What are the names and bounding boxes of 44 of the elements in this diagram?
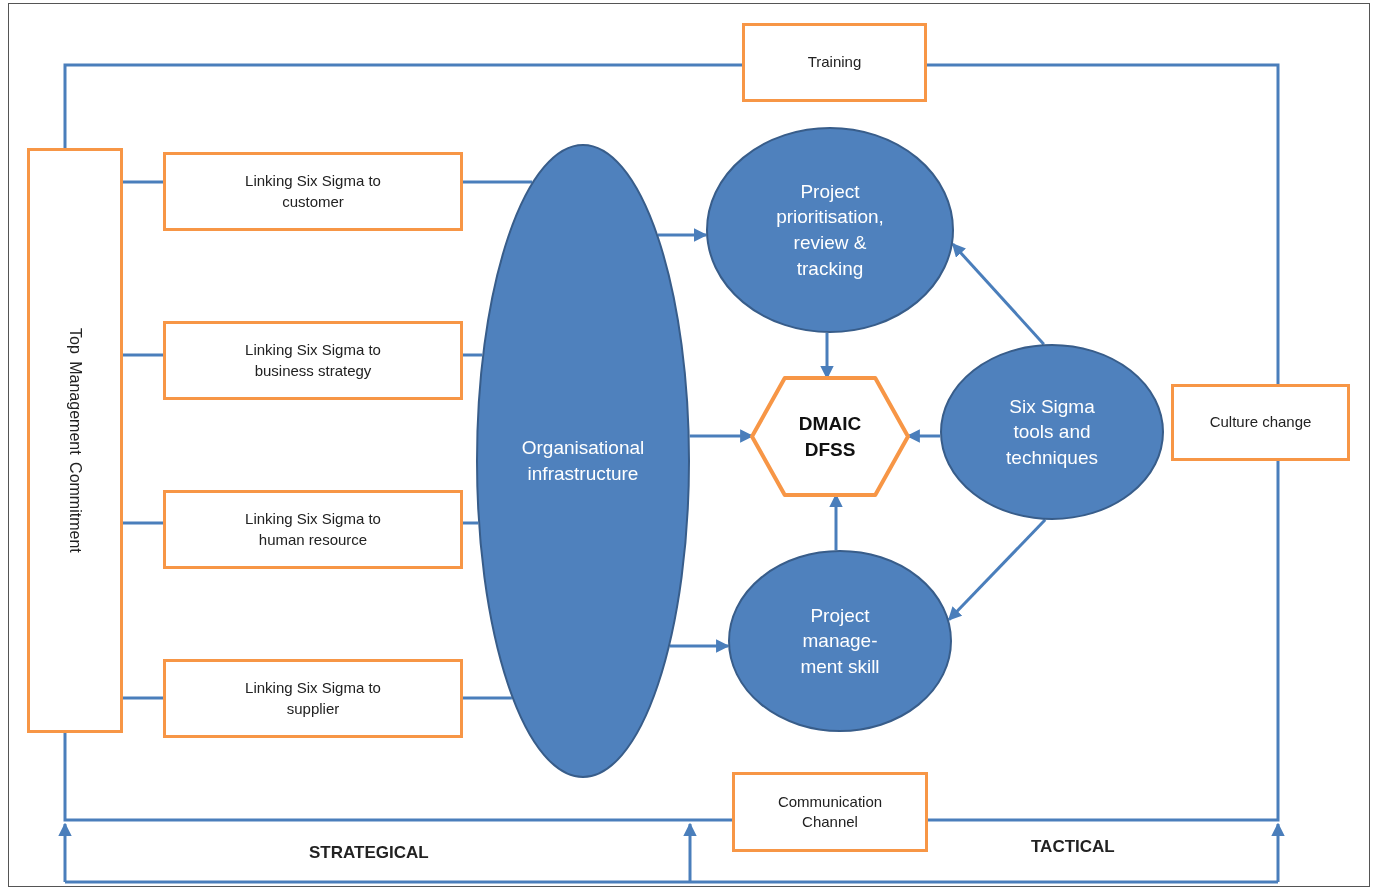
node-label: Top Management Commitment [65,328,85,553]
process-box [1171,384,1350,461]
process-ellipse [706,127,954,333]
hexagon-node [752,378,908,495]
process-box [163,152,463,231]
process-ellipse [940,344,1164,520]
connector-line [123,180,163,184]
connector-line [123,521,163,525]
connector-line [63,63,742,148]
connector-line [63,733,732,822]
connector-line [463,696,512,700]
process-ellipse [476,144,690,778]
node-label: Linking Six Sigma to human resource [244,509,382,550]
node-label: DMAIC DFSS [797,411,863,462]
arrow [658,228,708,242]
connector-line [123,696,163,700]
connector-line [927,63,1280,384]
arrow [669,639,730,653]
process-ellipse [728,550,952,732]
connector-line [463,180,533,184]
node-label: Organisational infrastructure [520,436,646,486]
node-label: Project prioritisation, review & tracking [775,179,885,281]
node-label: Training [806,52,863,73]
connector-line [463,353,483,357]
node-label: Project manage- ment skill [799,603,881,679]
arrow [947,518,1047,621]
connector-line [123,353,163,357]
process-box [27,148,123,733]
process-box [163,490,463,569]
node-label: Culture change [1208,412,1313,433]
process-box [742,23,927,102]
node-label: Linking Six Sigma to business strategy [244,340,382,381]
connector-line [463,521,479,525]
arrow [951,243,1045,346]
node-label: Linking Six Sigma to customer [244,171,382,212]
connector-line [928,461,1280,822]
node-label: Linking Six Sigma to supplier [244,678,382,719]
process-box [163,659,463,738]
node-label: Six Sigma tools and techniques [1005,394,1099,470]
section-label: TACTICAL [1031,837,1115,857]
process-box [163,321,463,400]
section-label: STRATEGICAL [309,843,429,863]
node-label: Communication Channel [776,791,884,832]
process-box [732,772,928,852]
